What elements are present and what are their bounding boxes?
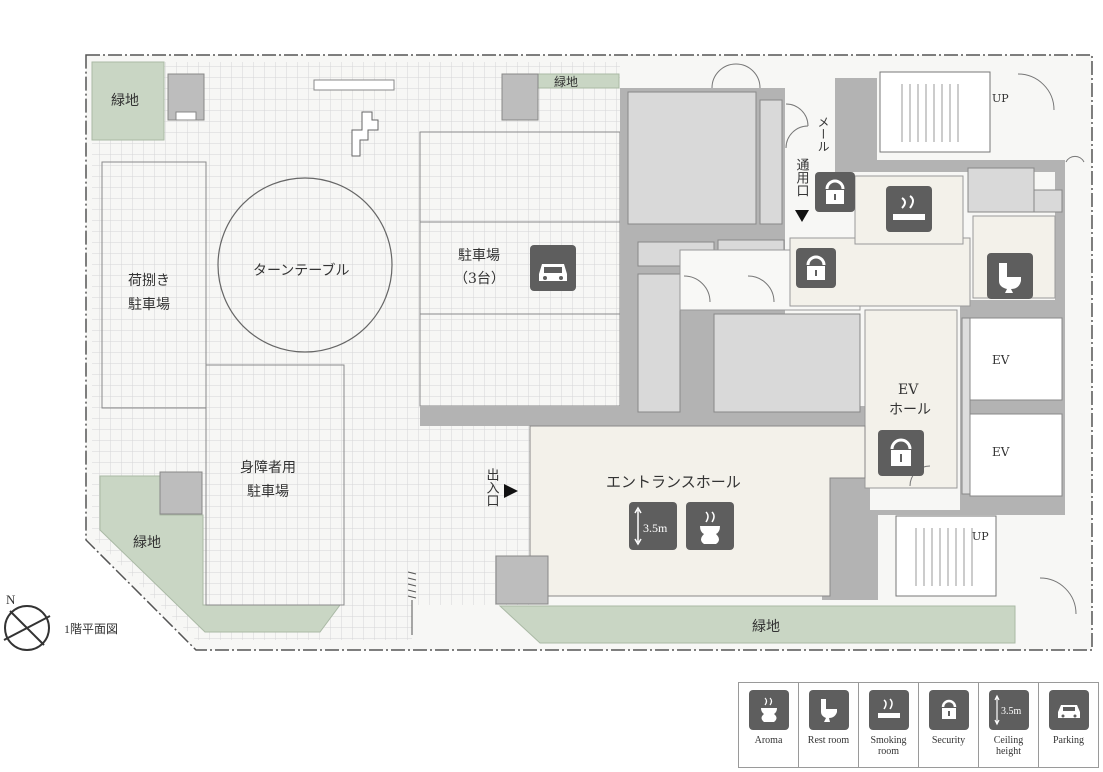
rest-room-icon	[987, 253, 1033, 299]
security-icon	[928, 690, 969, 730]
entrance-hall-label: エントランスホール	[606, 473, 741, 491]
aroma-icon	[686, 502, 734, 550]
parking-bays	[101, 79, 621, 606]
aroma-icon	[748, 690, 789, 730]
greenery-sw-label: 緑地	[133, 535, 161, 551]
up-label-1: UP	[992, 92, 1009, 105]
compass-north-label: N	[6, 592, 16, 607]
legend-item-ceiling-height: 3.5m Ceiling height	[978, 683, 1038, 767]
ev2-label: EV	[992, 445, 1010, 459]
columns	[159, 73, 549, 605]
legend-item-parking: Parking	[1038, 683, 1098, 767]
turntable-label: ターンテーブル	[253, 262, 349, 279]
greenery-n-label: 緑地	[554, 74, 578, 89]
ceiling-height-icon: 3.5m	[988, 690, 1029, 730]
loading-parking-label-1: 荷捌き	[128, 273, 170, 289]
accessible-parking-label-1: 身障者用	[240, 460, 296, 476]
parking-label-2: （3台）	[454, 271, 505, 287]
ceiling-height-icon: 3.5m	[629, 502, 677, 550]
smoking-room-icon	[868, 690, 909, 730]
smoking-room-icon	[886, 186, 932, 232]
legend-label: Parking	[1052, 735, 1085, 746]
floor-plan: 緑地 緑地 緑地 緑地 荷捌き 駐車場 ターンテーブル 駐車場 （3台） 身障者…	[85, 54, 1093, 651]
exit-entrance-label: 出入口	[484, 468, 500, 507]
legend-label: Rest room	[807, 735, 850, 746]
legend-label: Aroma	[754, 735, 783, 746]
entrance-arrow	[504, 484, 518, 498]
door-swings	[683, 63, 1085, 615]
accessible-parking-label-2: 駐車場	[247, 483, 289, 500]
hatched-barrier	[407, 571, 417, 635]
parking-icon	[1048, 690, 1089, 730]
elevators	[961, 317, 1063, 497]
ceiling-height-value: 3.5m	[643, 521, 668, 535]
icon-legend: Aroma Rest room Smoking room Security 3.…	[738, 682, 1099, 768]
security-icon	[878, 430, 924, 476]
rest-room-icon	[808, 690, 849, 730]
legend-label: Ceiling height	[993, 735, 1024, 757]
greenery-s-label: 緑地	[752, 619, 780, 635]
service-entrance-arrow	[795, 210, 809, 222]
turntable	[217, 177, 393, 353]
up-label-2: UP	[972, 530, 989, 543]
stair-treads	[901, 84, 973, 586]
legend-ceiling-value: 3.5m	[1001, 706, 1022, 717]
loading-parking-label-2: 駐車場	[128, 296, 170, 313]
greenery-nw-label: 緑地	[111, 93, 139, 109]
signpost	[351, 111, 379, 157]
legend-label: Security	[931, 735, 966, 746]
parking-icon	[530, 245, 576, 291]
ev1-label: EV	[992, 353, 1010, 367]
ev-hall-label-2: ホール	[889, 402, 931, 418]
staircases	[879, 71, 997, 597]
security-icon	[796, 248, 836, 288]
legend-item-rest-room: Rest room	[798, 683, 858, 767]
service-entrance-label: 通用口	[794, 158, 810, 197]
floor-plan-caption: 1階平面図	[64, 622, 119, 636]
ev-hall-label-1: EV	[898, 382, 919, 398]
security-icon	[815, 172, 855, 212]
legend-item-smoking-room: Smoking room	[858, 683, 918, 767]
compass: N	[3, 592, 51, 651]
mail-label: メール	[816, 116, 830, 152]
legend-item-security: Security	[918, 683, 978, 767]
legend-label: Smoking room	[870, 735, 907, 757]
parking-label-1: 駐車場	[458, 247, 500, 264]
legend-item-aroma: Aroma	[739, 683, 798, 767]
